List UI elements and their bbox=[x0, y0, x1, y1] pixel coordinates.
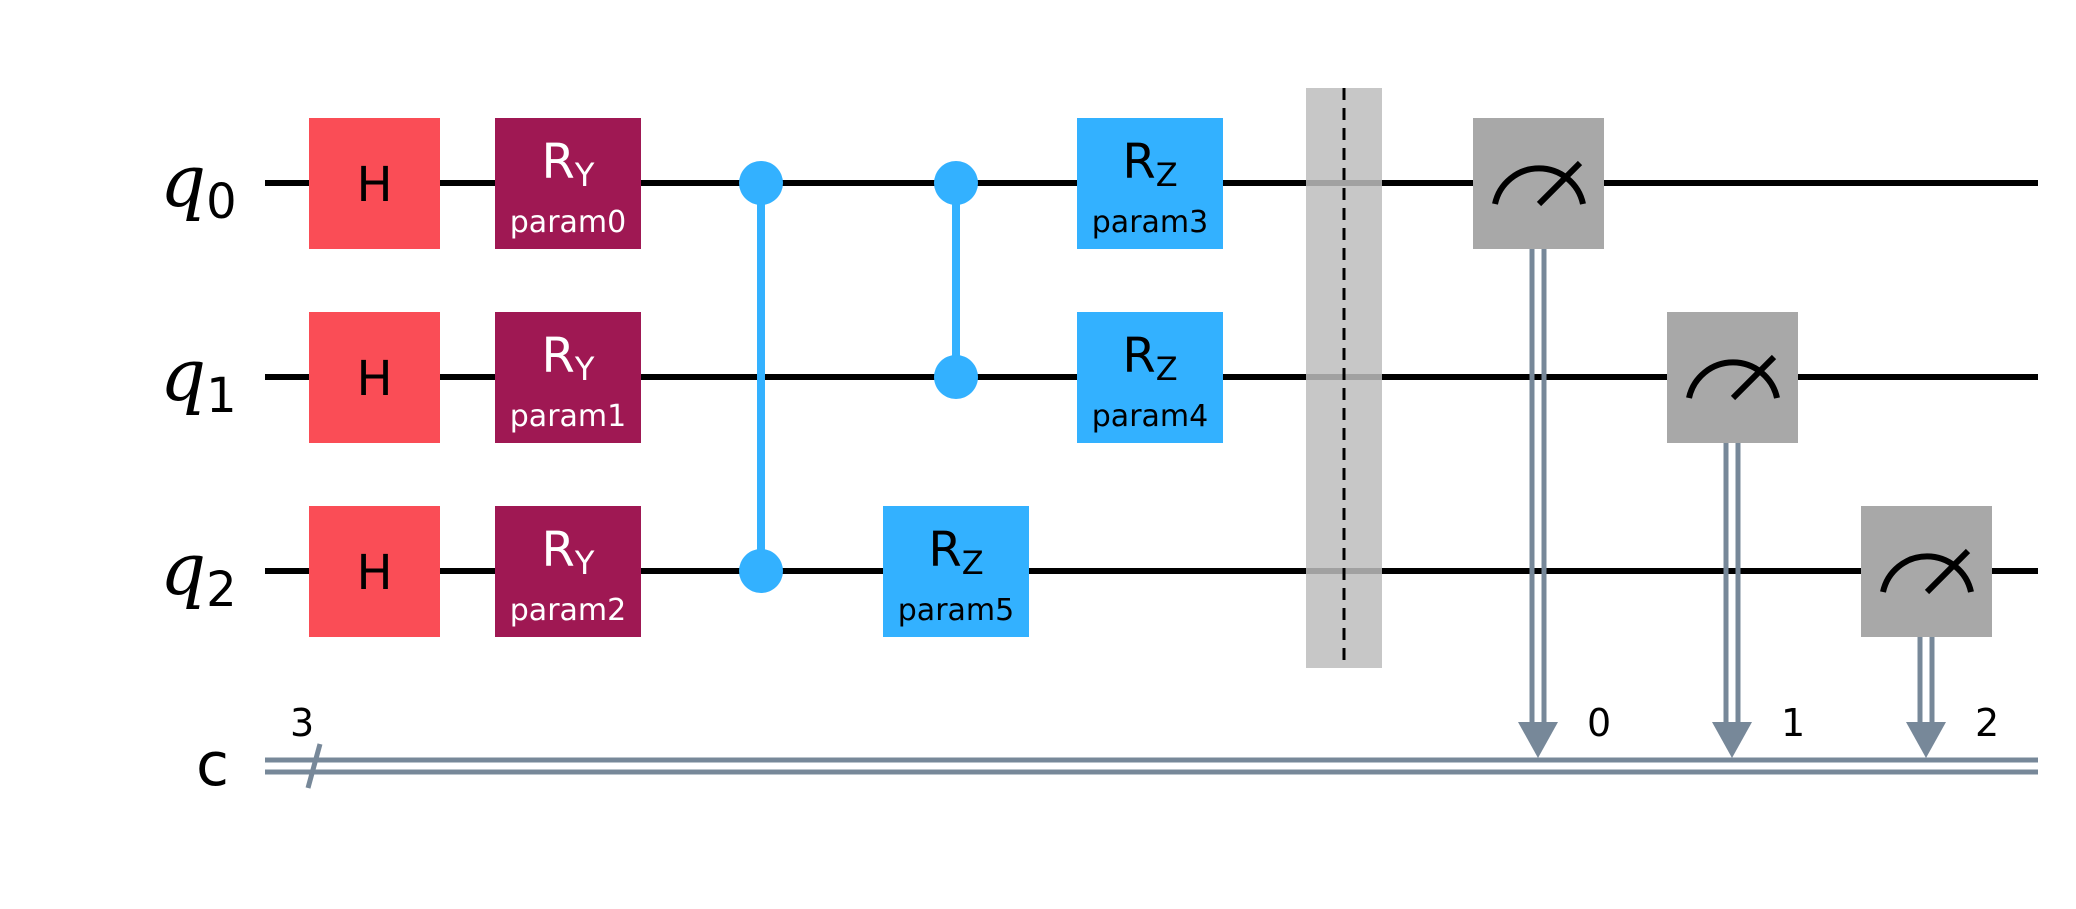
rz-gate-q0: RZ param3 bbox=[1077, 118, 1223, 249]
h-gate-q1: H bbox=[309, 312, 440, 443]
svg-text:RY: RY bbox=[542, 328, 595, 388]
svg-text:param5: param5 bbox=[898, 593, 1014, 628]
h-gate-q2: H bbox=[309, 506, 440, 637]
svg-text:param0: param0 bbox=[510, 205, 626, 240]
svg-text:param4: param4 bbox=[1092, 399, 1208, 434]
ry-gate-q2: RY param2 bbox=[495, 506, 641, 637]
ry-gate-q1: RY param1 bbox=[495, 312, 641, 443]
svg-text:H: H bbox=[356, 545, 392, 601]
classical-register-size: 3 bbox=[290, 701, 314, 745]
measure-clbit-label-1: 1 bbox=[1781, 701, 1805, 745]
svg-text:RZ: RZ bbox=[1122, 134, 1177, 194]
svg-text:param2: param2 bbox=[510, 593, 626, 628]
measure-gate-q2 bbox=[1861, 506, 1992, 758]
measure-clbit-label-2: 2 bbox=[1975, 701, 1999, 745]
ry-gate-q0: RY param0 bbox=[495, 118, 641, 249]
measure-gate-q0 bbox=[1473, 118, 1604, 758]
svg-text:param3: param3 bbox=[1092, 205, 1208, 240]
classical-wire-c bbox=[265, 743, 2038, 789]
cz-gate-q0-q1 bbox=[934, 161, 978, 399]
svg-text:H: H bbox=[356, 351, 392, 407]
svg-text:RZ: RZ bbox=[1122, 328, 1177, 388]
svg-text:RY: RY bbox=[542, 134, 595, 194]
h-gate-q0: H bbox=[309, 118, 440, 249]
svg-text:H: H bbox=[356, 157, 392, 213]
rz-gate-q2: RZ param5 bbox=[883, 506, 1029, 637]
qubit-label-q2: q2 bbox=[160, 527, 237, 618]
svg-text:RY: RY bbox=[542, 522, 595, 582]
measure-clbit-label-0: 0 bbox=[1587, 701, 1611, 745]
qubit-label-q0: q0 bbox=[160, 139, 237, 230]
qubit-label-q1: q1 bbox=[160, 333, 237, 424]
svg-text:RZ: RZ bbox=[928, 522, 983, 582]
rz-gate-q1: RZ param4 bbox=[1077, 312, 1223, 443]
measure-gate-q1 bbox=[1667, 312, 1798, 758]
barrier bbox=[1306, 88, 1382, 668]
cz-gate-q0-q2 bbox=[739, 161, 783, 593]
classical-label-c: c bbox=[196, 730, 229, 800]
svg-text:param1: param1 bbox=[510, 399, 626, 434]
